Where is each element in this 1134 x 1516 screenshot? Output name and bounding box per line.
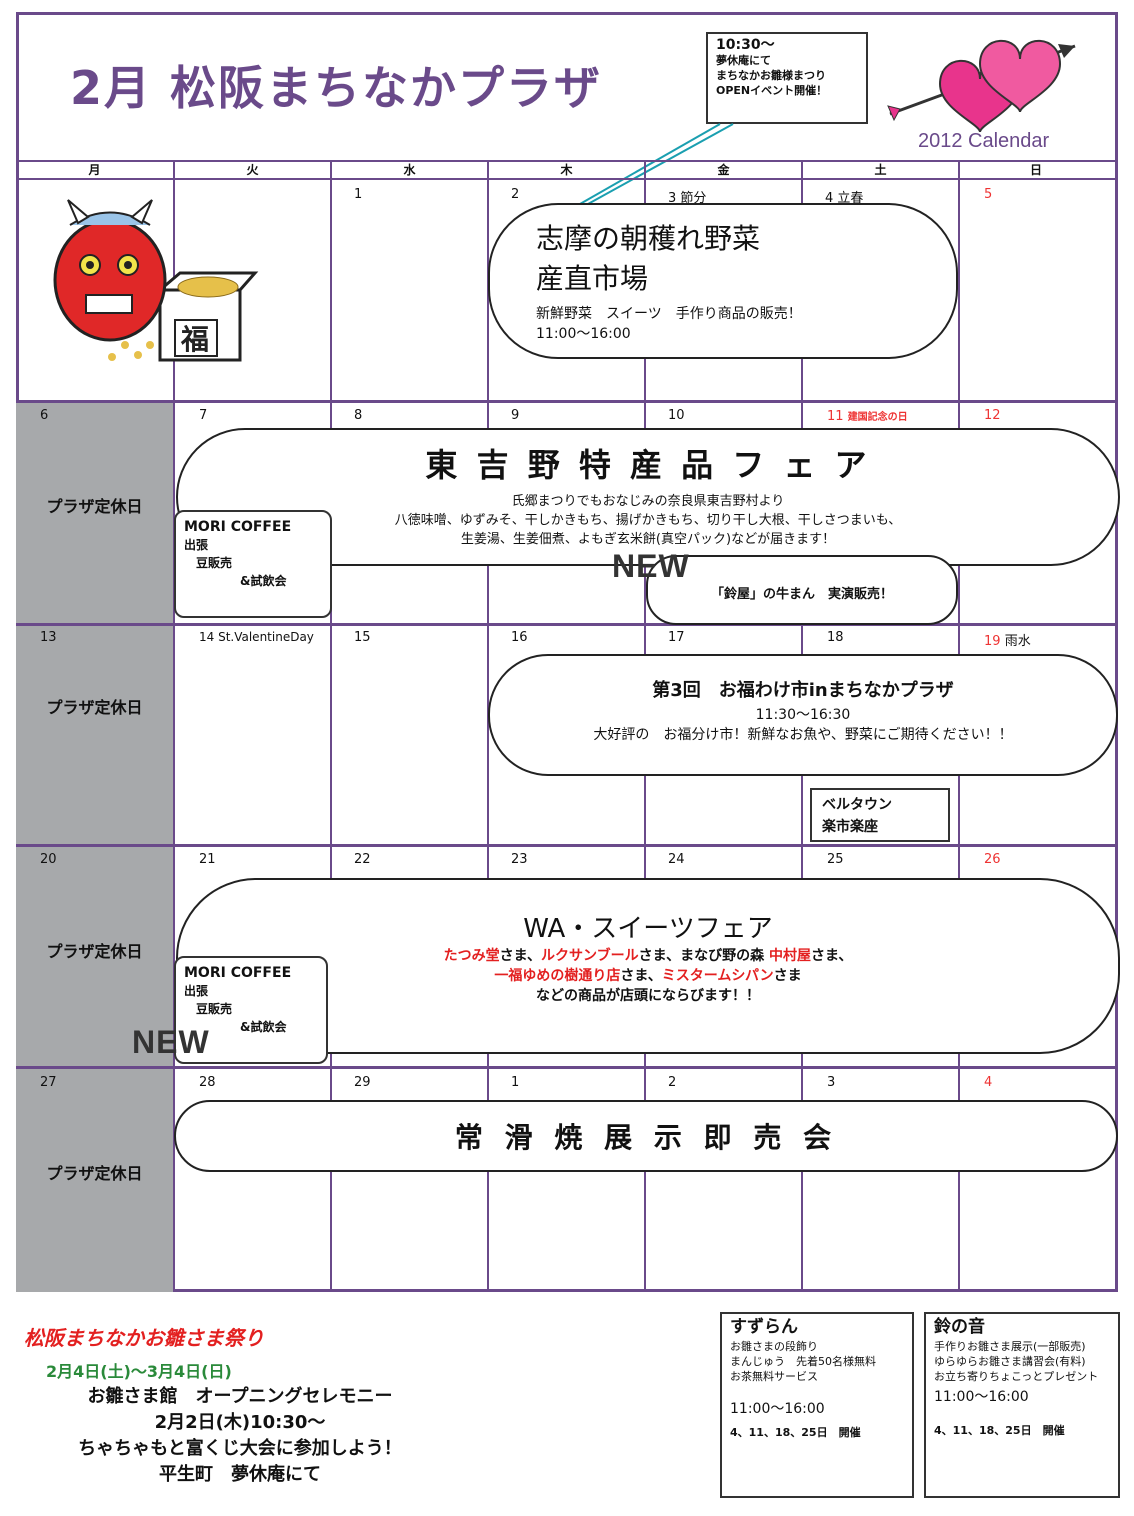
event-shima-market: 志摩の朝穫れ野菜 産直市場 新鮮野菜 スイーツ 手作り商品の販売！ 11:00～… [488,203,958,359]
closed-label: プラザ定休日 [46,497,143,516]
date-15: 15 [354,630,371,645]
hina-ceremony-info: お雛さま館 オープニングセレモニー 2月2日(木)10:30～ ちゃちゃもと富く… [78,1386,402,1485]
date-12: 12 [984,408,1001,423]
date-16: 16 [511,630,528,645]
wa-sweets-text-run: 中村屋 [768,948,811,964]
event-ofukuwake: 第3回 お福わけ市inまちなかプラザ 11:30～16:30 大好評の お福分け… [488,654,1118,776]
wa-sweets-text-run: さま、 [620,968,662,984]
weekday-fri: 金 [644,162,801,178]
date-9: 9 [511,408,520,423]
date-7: 7 [199,408,208,423]
event-higashiyoshino-fair: 東 吉 野 特 産 品 フ ェ ア 氏郷まつりでもおなじみの奈良県東吉野村より … [176,428,1120,566]
event-tokoname-ware: 常 滑 焼 展 示 即 売 会 [174,1100,1118,1172]
page-title: 2月 松阪まちなかプラザ [70,61,603,115]
date-6: 6 [40,408,49,423]
hina-festival-title: 松阪まちなかお雛さま祭り [24,1326,264,1350]
calendar-label: 2012 Calendar [918,130,1050,152]
date-11: 11 建国記念の日 [827,409,908,424]
wa-sweets-text-run: たつみ堂 [443,948,500,964]
oni-mask-icon: 福 [53,199,259,362]
date-mar-3: 3 [827,1075,836,1090]
date-24: 24 [668,852,685,867]
closed-label: プラザ定休日 [46,698,143,717]
weekday-mon: 月 [88,163,101,177]
date-20: 20 [40,852,57,867]
date-mar-2: 2 [668,1075,677,1090]
date-18: 18 [827,630,844,645]
weekday-wed: 水 [330,162,487,178]
date-23: 23 [511,852,528,867]
date-26: 26 [984,852,1001,867]
weekday-tue: 火 [173,162,330,178]
wa-sweets-text-run: さま [773,968,802,984]
event-suzuya-nikuman: 「鈴屋」の牛まん 実演販売！ [646,555,958,625]
date-29: 29 [354,1075,371,1090]
date-10: 10 [668,408,685,423]
wa-sweets-text-run: ルクサンブール [541,948,639,964]
wa-sweets-text-run: 一福ゆめの樹通り店 [494,968,621,984]
wa-sweets-text-run: ミスタームシパン [661,968,774,984]
date-3: 3 節分 [668,191,707,206]
date-14: 14 St.ValentineDay [199,630,314,644]
date-22: 22 [354,852,371,867]
mori-coffee-box: MORI COFFEE 出張 豆販売 &試飲会 [174,510,332,618]
date-28: 28 [199,1075,216,1090]
date-1: 1 [354,187,363,202]
date-4: 4 立春 [825,191,864,206]
event-wa-sweets-fair: WA・スイーツフェア たつみ堂さま、ルクサンブールさま、まなび野の森 中村屋さま… [176,878,1120,1054]
weekday-header: 月 火 水 木 金 土 日 [16,160,1118,180]
date-25: 25 [827,852,844,867]
bell-town-note: ベルタウン楽市楽座 [810,788,950,842]
suzunone-note: 鈴の音 手作りお雛さま展示(一部販売) ゆらゆらお雛さま講習会(有料) お立ち寄… [924,1312,1120,1498]
svg-text:福: 福 [180,323,209,356]
callout-pointer [579,123,734,205]
weekday-sat: 土 [801,162,958,178]
date-17: 17 [668,630,685,645]
date-mar-1: 1 [511,1075,520,1090]
date-27: 27 [40,1075,57,1090]
date-5: 5 [984,187,993,202]
wa-sweets-text-run: さま、 [499,948,542,964]
weekday-sun: 日 [958,162,1112,178]
date-2: 2 [511,187,520,202]
weekday-thu: 木 [487,162,644,178]
wa-sweets-text-run: さま、まなび野の森 [638,948,769,964]
date-13: 13 [40,630,57,645]
new-badge: NEW [612,548,690,584]
closed-label: プラザ定休日 [46,942,143,961]
date-8: 8 [354,408,363,423]
mori-coffee-box: MORI COFFEE 出張 豆販売 &試飲会 [174,956,328,1064]
suzuran-note: すずらん お雛さまの段飾り まんじゅう 先着50名様無料 お茶無料サービス 11… [720,1312,914,1498]
date-21: 21 [199,852,216,867]
closed-label: プラザ定休日 [46,1164,143,1183]
closed-column-shade [16,402,173,1292]
hina-festival-dates: 2月4日(土)～3月4日(日) [46,1362,232,1381]
date-mar-4: 4 [984,1075,993,1090]
wa-sweets-text-run: さま、 [810,948,853,964]
hearts-arrow-icon [887,39,1076,133]
event-callout: 10:30～ 夢休庵にて まちなかお雛様まつり OPENイベント開催！ [706,32,868,124]
new-badge: NEW [132,1024,210,1060]
date-19: 19 雨水 [984,634,1031,649]
